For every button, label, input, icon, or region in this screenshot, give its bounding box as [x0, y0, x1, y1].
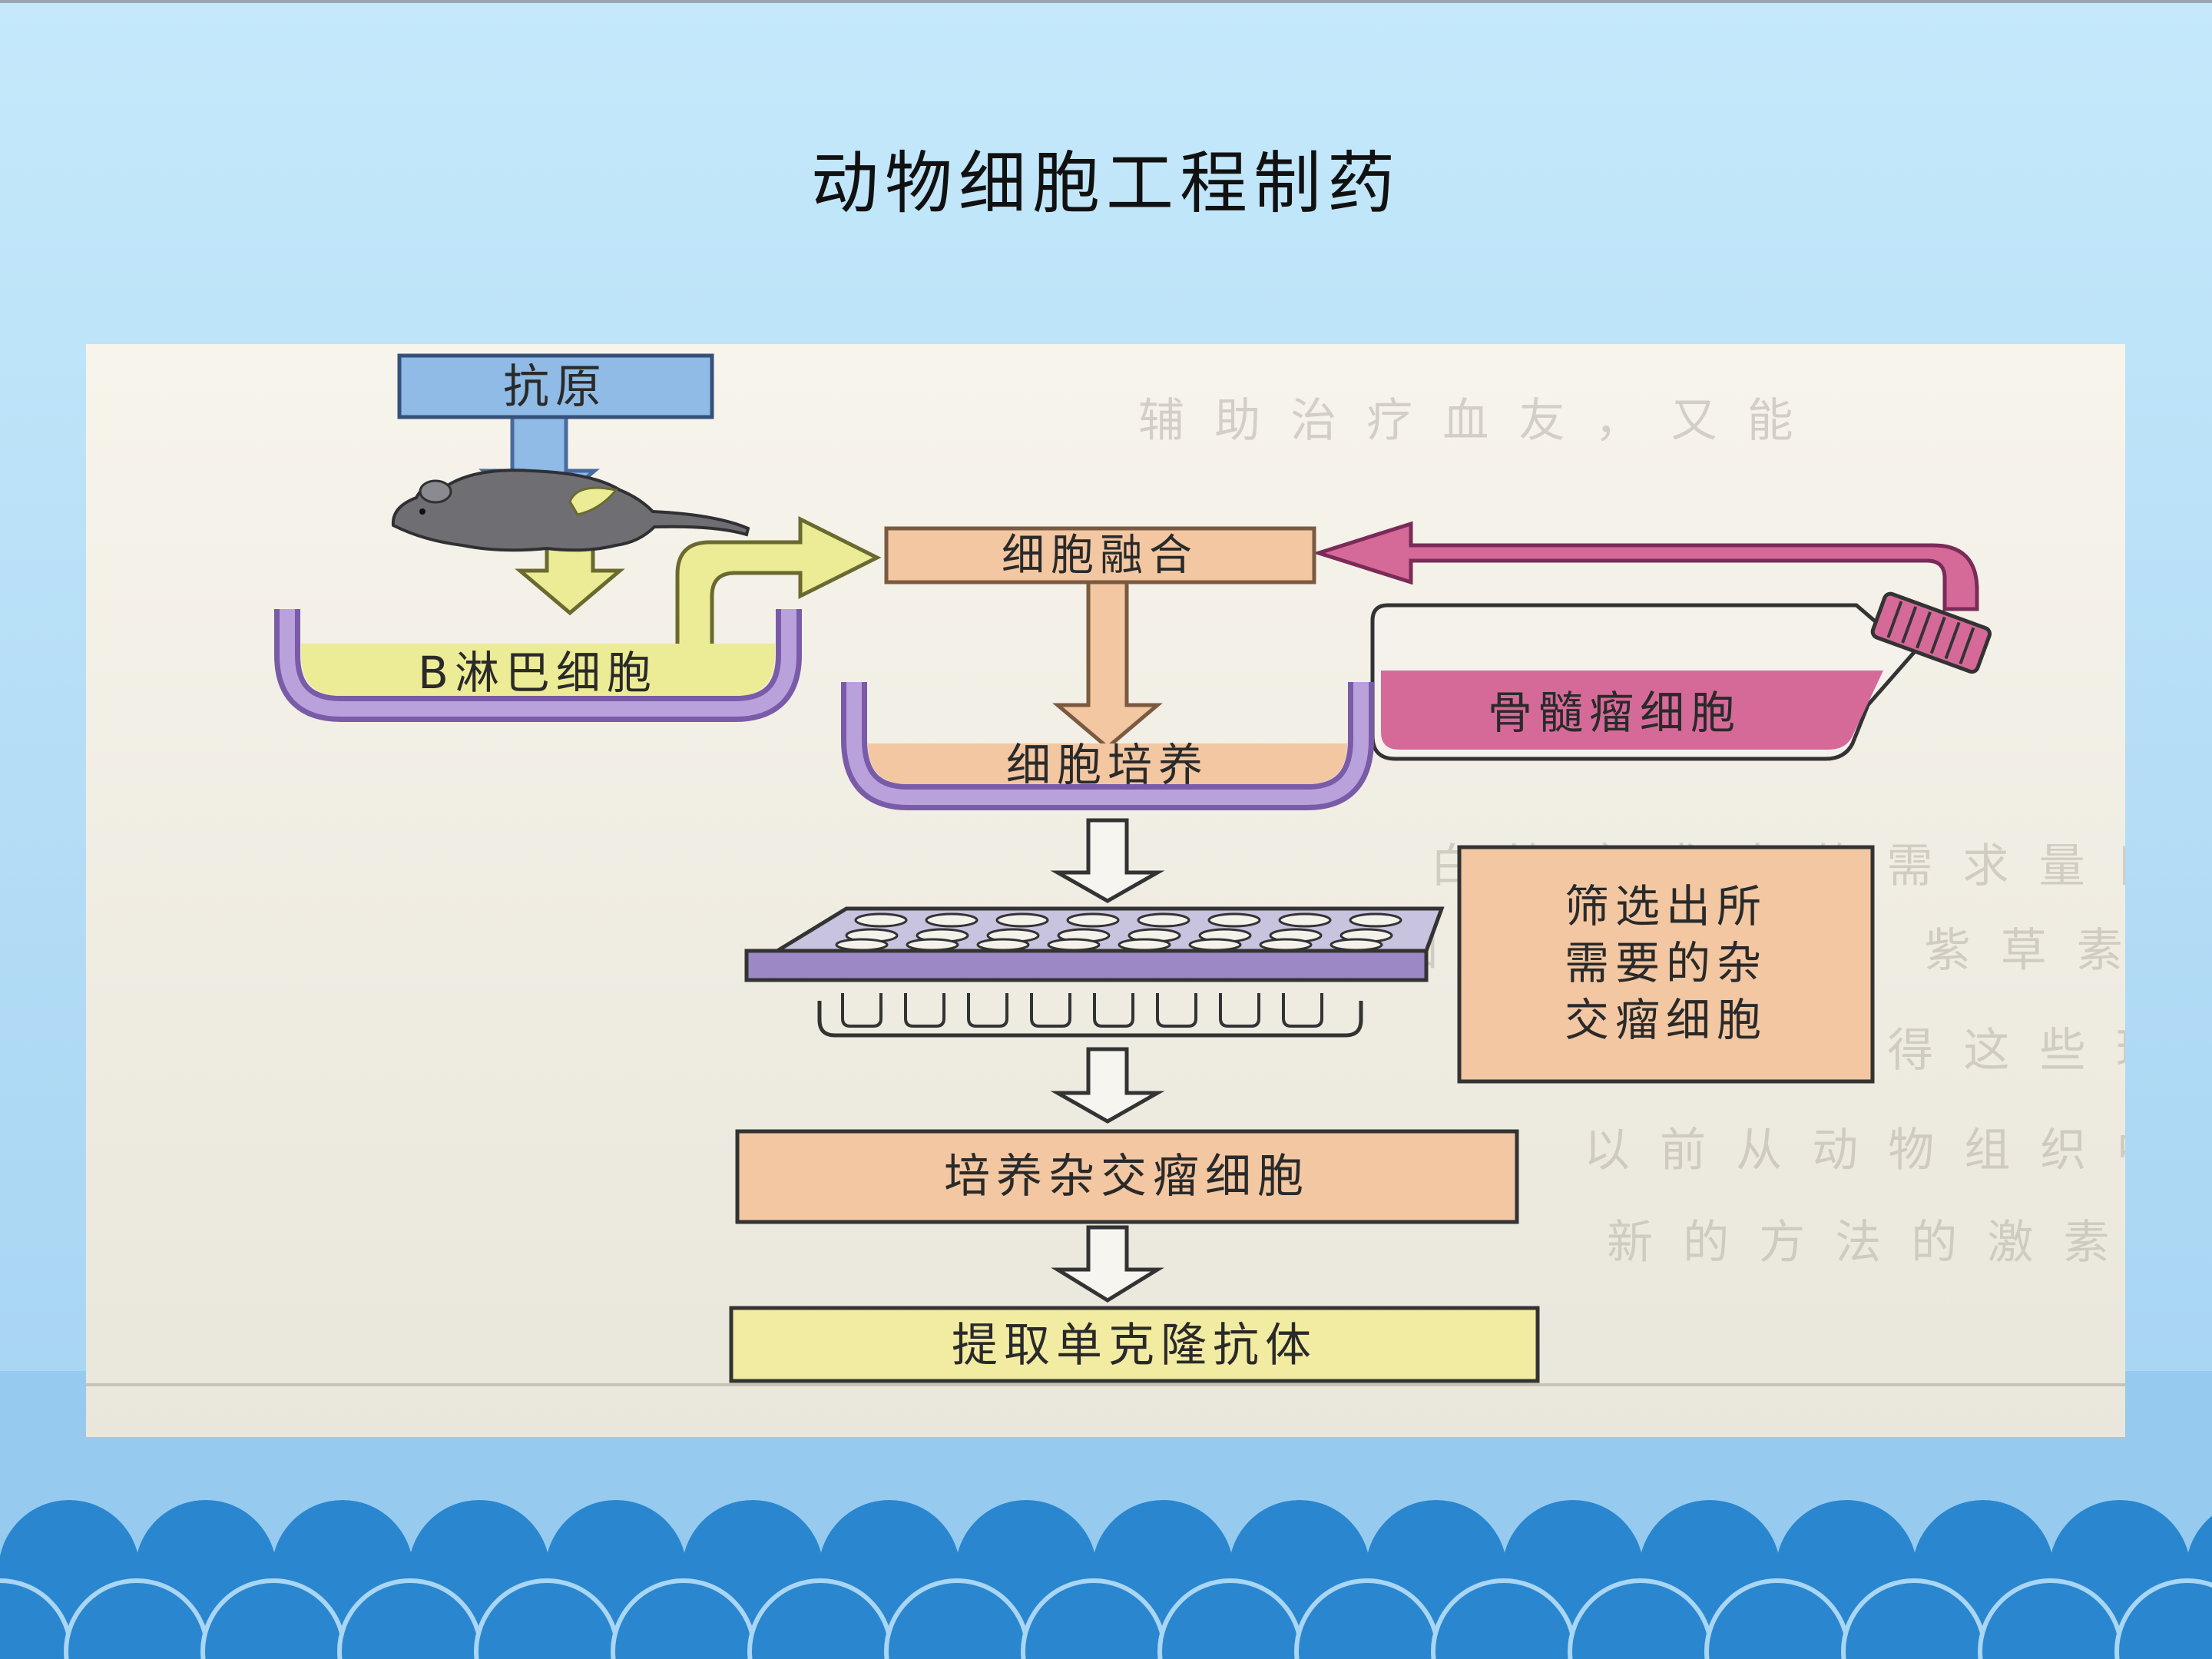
arrow-hybridoma-to-extract: [1051, 1225, 1164, 1303]
svg-text:新 的 方 法 的 激 素 细 胞 融 合 等: 新 的 方 法 的 激 素 细 胞 融 合 等: [1607, 1216, 2125, 1270]
arrow-plate-to-hybridoma: [1050, 1047, 1165, 1124]
node-b-cell-label: B淋巴细胞: [418, 647, 657, 699]
arrow-bcell-to-fusion: [675, 515, 882, 650]
node-antigen-label: 抗原: [503, 360, 608, 414]
node-fusion: 细胞融合: [884, 526, 1316, 584]
flow-diagram: 辅 助 治 疗 血 友 ， 又 能 如 人 参 、 三 七 ， 紫 草 素 ， …: [86, 353, 2125, 1386]
node-screening-line3: 交瘤细胞: [1565, 994, 1767, 1046]
node-b-cell-dish: B淋巴细胞: [274, 609, 802, 722]
arrow-myeloma-to-fusion: [1312, 521, 1979, 611]
node-screening: 筛选出所 需要的杂 交瘤细胞: [1457, 845, 1875, 1084]
node-myeloma-flask: 骨髓瘤细胞: [1370, 591, 1992, 761]
node-screening-line2: 需要的杂: [1565, 937, 1767, 989]
node-myeloma-label: 骨髓瘤细胞: [1488, 687, 1741, 739]
node-extract: 提取单克隆抗体: [729, 1306, 1540, 1383]
multiwell-plate: [744, 906, 1445, 1038]
node-screening-line1: 筛选出所: [1565, 880, 1767, 932]
arrow-fusion-to-culture: [1052, 580, 1163, 750]
wave-decoration: [0, 1500, 2212, 1659]
top-border-line: [0, 0, 2212, 3]
node-antigen: 抗原: [397, 353, 714, 419]
mouse-illustration: [391, 469, 750, 552]
node-culture-dish: 细胞培养: [841, 682, 1374, 810]
svg-text:以 前 从 动 物 组 织 中 提 取 等 的 新: 以 前 从 动 物 组 织 中 提 取 等 的 新: [1584, 1124, 2125, 1177]
node-culture-label: 细胞培养: [1006, 739, 1209, 791]
node-extract-label: 提取单克隆抗体: [952, 1319, 1317, 1373]
node-hybridoma-label: 培养杂交瘤细胞: [944, 1150, 1310, 1204]
slide-title: 动物细胞工程制药: [810, 144, 1401, 223]
node-hybridoma: 培养杂交瘤细胞: [735, 1129, 1519, 1224]
hybridoma-flow-figure: 辅 助 治 疗 血 友 ， 又 能 如 人 参 、 三 七 ， 紫 草 素 ， …: [86, 344, 2125, 1437]
arrow-culture-to-plate: [1050, 818, 1165, 903]
node-fusion-label: 细胞融合: [1002, 531, 1198, 581]
svg-text:辅 助 治 疗 血 友 ， 又 能: 辅 助 治 疗 血 友 ， 又 能: [1138, 394, 1801, 448]
